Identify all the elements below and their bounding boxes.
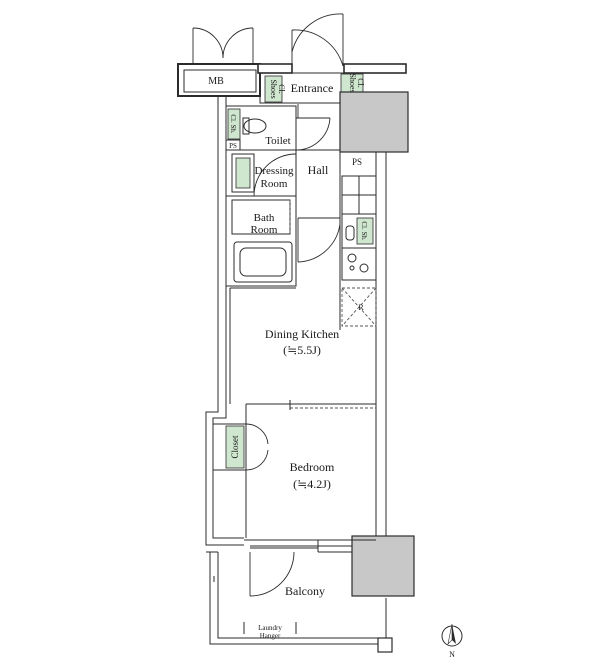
label-balcony: Balcony [285,584,325,598]
label-fridge: R [358,303,364,312]
label-shoes-left-1: Shoes [269,79,278,98]
bedroom-room [212,404,376,553]
label-kitchen-shelf: Cl. Sh. [360,221,368,241]
label-hall: Hall [308,163,329,177]
label-entrance: Entrance [291,81,334,95]
label-toilet-shelf-text: Cl. Sh. [229,114,237,134]
label-mb: MB [208,76,224,87]
label-dressing-1: Dressing [254,165,294,177]
balcony-area [206,551,393,653]
label-dining-1: Dining Kitchen [265,327,339,341]
north-arrow-icon [441,623,463,647]
label-bedroom-1: Bedroom [290,460,335,474]
label-bath-2: Room [251,224,278,236]
entrance-area [259,72,364,118]
label-closet: Closet [230,435,240,459]
kitchen-counter [341,175,377,327]
label-dining-2: (≒5.5J) [283,343,321,357]
label-dressing-2: Room [261,178,288,190]
label-closet-text: Closet [230,435,240,459]
ps-shaft-top [339,91,409,153]
label-shoes-closet-left: Shoes Cl. [269,79,286,98]
label-shoes-left-2: Cl. [277,84,286,94]
label-shoes-right-2: Cl. [356,78,365,88]
label-toilet-shelf: Cl. Sh. [229,114,237,134]
bath-room [225,195,297,287]
dining-kitchen-room [229,287,376,410]
hall-area [296,149,341,263]
exterior-walls [177,63,407,546]
entrance-door [291,13,344,67]
label-shoes-right-1: Shoes [348,73,357,92]
label-ps-small: PS [229,142,237,150]
label-kitchen-shelf-text: Cl. Sh. [360,221,368,241]
label-ps-right: PS [352,157,362,167]
label-laundry-1: Laundry [258,624,282,632]
label-bedroom-2: (≒4.2J) [293,477,331,491]
label-toilet: Toilet [265,135,291,147]
label-bath-1: Bath [254,212,275,224]
label-laundry-2: Hanger [260,632,281,640]
label-north: N [449,650,455,659]
label-shoes-closet-right: Shoes Cl. [348,73,365,92]
ps-shaft-bottom [351,535,415,597]
mb-double-door [192,27,254,64]
